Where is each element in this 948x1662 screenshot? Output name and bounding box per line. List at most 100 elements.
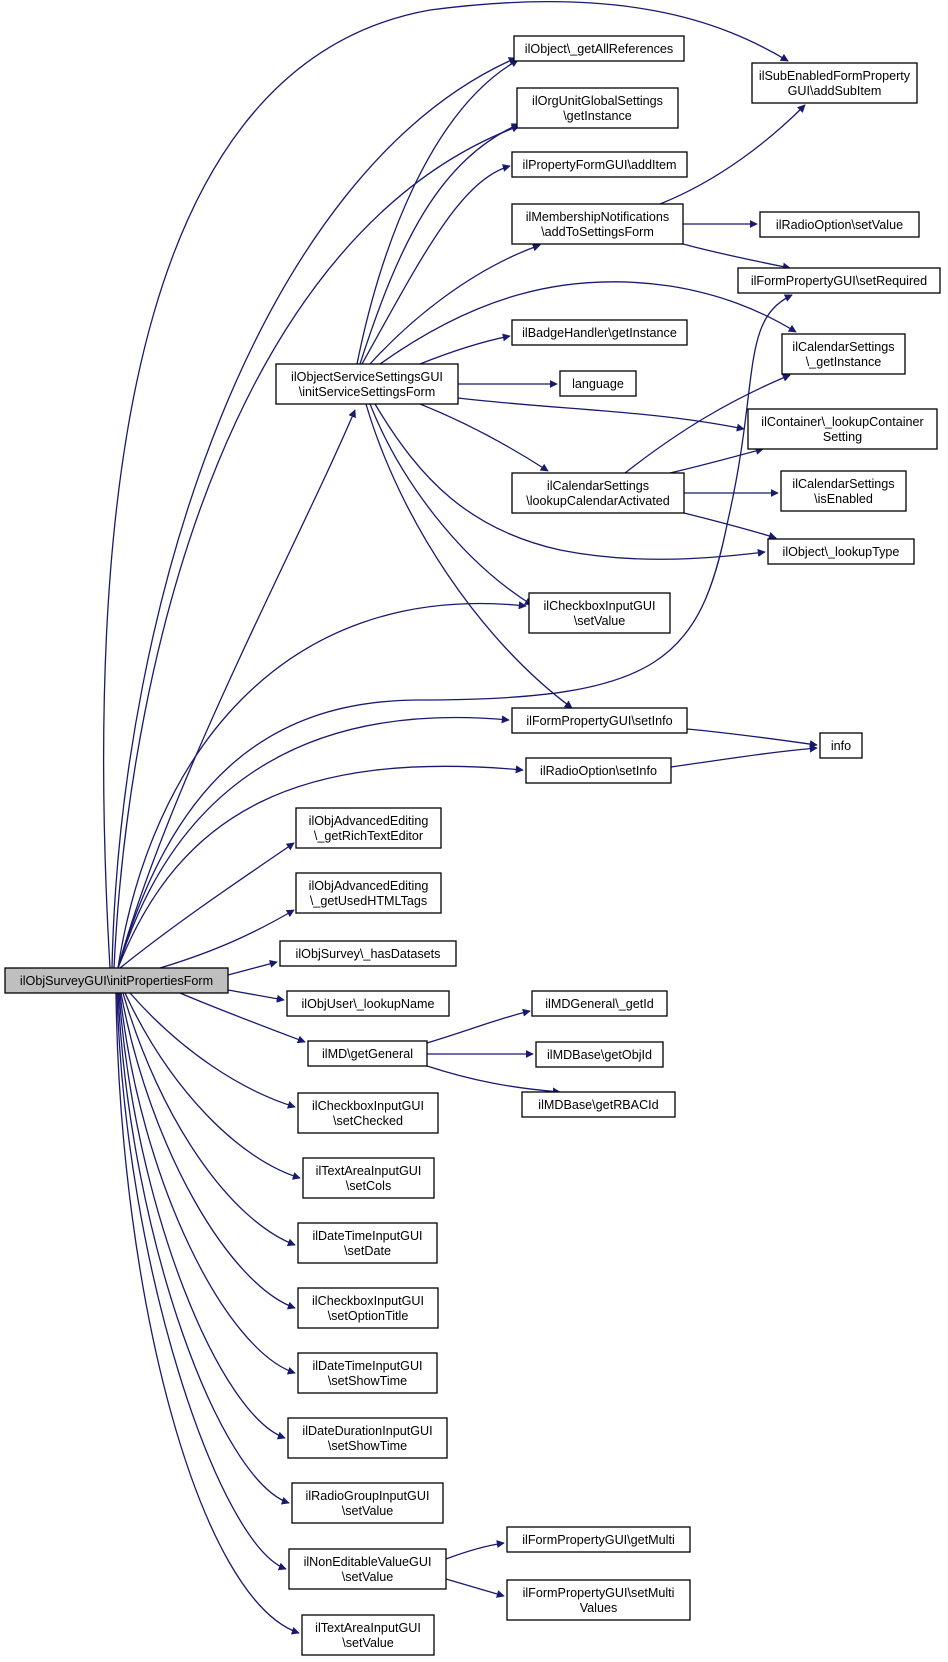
node-addItem[interactable]: ilPropertyFormGUI\addItem: [511, 151, 688, 178]
edge-calLookup-to-lookupType: [683, 512, 777, 540]
node-language[interactable]: language: [559, 370, 637, 397]
node-label-line: \_getInstance: [806, 355, 882, 369]
node-checkboxSetChecked[interactable]: ilCheckboxInputGUI\setChecked: [297, 1092, 439, 1134]
node-label-line: ilBadgeHandler\getInstance: [522, 326, 677, 340]
edge-mdGetGeneral-to-mdGeneralGetId: [426, 1008, 531, 1044]
node-textAreaCols[interactable]: ilTextAreaInputGUI\setCols: [302, 1157, 435, 1199]
node-box: [4, 967, 229, 994]
node-mdGetGeneral[interactable]: ilMD\getGeneral: [307, 1040, 428, 1067]
edge-line: [686, 728, 818, 748]
node-durationShowTime[interactable]: ilDateDurationInputGUI\setShowTime: [287, 1417, 448, 1459]
node-richText[interactable]: ilObjAdvancedEditing\_getRichTextEditor: [295, 807, 442, 849]
node-info[interactable]: info: [819, 732, 863, 759]
edge-line: [117, 294, 793, 969]
edge-service-to-calLookup: [419, 403, 549, 472]
node-label-line: ilCalendarSettings: [547, 479, 649, 493]
node-calEnabled[interactable]: ilCalendarSettings\isEnabled: [780, 470, 907, 512]
node-calGetInstance[interactable]: ilCalendarSettings\_getInstance: [781, 333, 906, 375]
node-lookupType[interactable]: ilObject\_lookupType: [767, 538, 915, 565]
node-label-line: \setChecked: [333, 1114, 403, 1128]
node-label-line: ilObjSurvey\_hasDatasets: [296, 947, 441, 961]
node-box: [506, 1526, 691, 1553]
edge-line: [118, 992, 286, 1440]
node-label-line: \setDate: [344, 1244, 391, 1258]
edge-line: [379, 281, 797, 365]
node-orgUnit[interactable]: ilOrgUnitGlobalSettings\getInstance: [516, 87, 679, 129]
node-label-line: ilRadioGroupInputGUI: [306, 1489, 430, 1503]
node-setRequired[interactable]: ilFormPropertyGUI\setRequired: [737, 267, 941, 294]
node-getAllRefs[interactable]: ilObject\_getAllReferences: [513, 35, 685, 62]
node-label-line: ilCalendarSettings: [792, 340, 894, 354]
node-box: [525, 757, 672, 784]
node-label-line: ilMDBase\getRBACId: [538, 1098, 658, 1112]
node-box: [759, 211, 920, 238]
edge-line: [361, 164, 511, 365]
edge-root-to-checkboxSetValue: [117, 601, 527, 969]
node-label-line: ilCheckboxInputGUI: [312, 1294, 424, 1308]
edge-line: [102, 1, 789, 969]
edge-line: [120, 992, 296, 1310]
edge-root-to-service: [117, 409, 356, 969]
node-label-line: ilOrgUnitGlobalSettings: [532, 94, 663, 108]
node-label-line: \_getRichTextEditor: [314, 829, 423, 843]
node-box: [559, 370, 637, 397]
edge-line: [119, 842, 295, 969]
edge-line: [117, 409, 356, 969]
node-radioSetInfo[interactable]: ilRadioOption\setInfo: [525, 757, 672, 784]
node-label-line: ilPropertyFormGUI\addItem: [523, 158, 677, 172]
node-label-line: ilCheckboxInputGUI: [312, 1099, 424, 1113]
node-mdGeneralGetId[interactable]: ilMDGeneral\_getId: [531, 990, 668, 1017]
node-checkboxSetValue[interactable]: ilCheckboxInputGUI\setValue: [528, 592, 671, 634]
node-dateSetDate[interactable]: ilDateTimeInputGUI\setDate: [297, 1222, 438, 1264]
node-nonEditable[interactable]: ilNonEditableValueGUI\setValue: [288, 1548, 447, 1590]
node-membership[interactable]: ilMembershipNotifications\addToSettingsF…: [511, 203, 684, 245]
edge-root-to-checkboxOptionTitle: [120, 992, 296, 1310]
edge-root-to-radioSetInfo: [117, 765, 524, 969]
node-textAreaValue[interactable]: ilTextAreaInputGUI\setValue: [301, 1614, 435, 1656]
node-box: [275, 363, 459, 405]
node-badge[interactable]: ilBadgeHandler\getInstance: [511, 319, 688, 346]
node-service[interactable]: ilObjectServiceSettingsGUI\initServiceSe…: [275, 363, 459, 405]
node-label-line: GUI\addSubItem: [788, 84, 882, 98]
node-hasDatasets[interactable]: ilObjSurvey\_hasDatasets: [279, 940, 457, 967]
node-root[interactable]: ilObjSurveyGUI\initPropertiesForm: [4, 967, 229, 994]
edge-line: [124, 992, 301, 1180]
node-label-line: ilSubEnabledFormProperty: [759, 69, 911, 83]
node-mdBaseObjId[interactable]: ilMDBase\getObjId: [535, 1041, 664, 1068]
node-label-line: ilFormPropertyGUI\setInfo: [526, 714, 672, 728]
edge-line: [419, 403, 549, 472]
node-label-line: ilObjectServiceSettingsGUI: [291, 370, 443, 384]
node-box: [747, 408, 938, 450]
edge-setInfo-to-info: [686, 728, 818, 748]
node-dateShowTime[interactable]: ilDateTimeInputGUI\setShowTime: [297, 1352, 438, 1394]
node-box: [767, 538, 915, 565]
node-label-line: ilNonEditableValueGUI: [304, 1555, 432, 1569]
node-radioGroupValue[interactable]: ilRadioGroupInputGUI\setValue: [291, 1482, 444, 1524]
node-usedTags[interactable]: ilObjAdvancedEditing\_getUsedHTMLTags: [295, 872, 442, 914]
node-label-line: ilRadioOption\setValue: [776, 218, 903, 232]
node-setInfo[interactable]: ilFormPropertyGUI\setInfo: [511, 707, 688, 734]
edge-line: [426, 1008, 531, 1044]
edge-root-to-mdGetGeneral: [179, 992, 306, 1044]
node-getMulti[interactable]: ilFormPropertyGUI\getMulti: [506, 1526, 691, 1553]
node-label-line: \initServiceSettingsForm: [299, 385, 435, 399]
node-mdBaseRbac[interactable]: ilMDBase\getRBACId: [521, 1091, 676, 1118]
edge-line: [356, 59, 519, 365]
edge-line: [445, 1578, 505, 1598]
edge-line: [659, 104, 806, 205]
node-box: [513, 35, 685, 62]
node-checkboxOptionTitle[interactable]: ilCheckboxInputGUI\setOptionTitle: [297, 1287, 439, 1329]
edge-root-to-dateSetDate: [122, 992, 296, 1247]
node-box: [737, 267, 941, 294]
node-calLookup[interactable]: ilCalendarSettings\lookupCalendarActivat…: [511, 472, 685, 514]
node-box: [535, 1041, 664, 1068]
edge-root-to-orgUnit: [113, 124, 520, 969]
node-radioSetValue[interactable]: ilRadioOption\setValue: [759, 211, 920, 238]
node-lookupName[interactable]: ilObjUser\_lookupName: [286, 990, 450, 1017]
edge-service-to-calGetInstance: [379, 281, 797, 365]
node-box: [511, 472, 685, 514]
edge-line: [624, 374, 791, 474]
